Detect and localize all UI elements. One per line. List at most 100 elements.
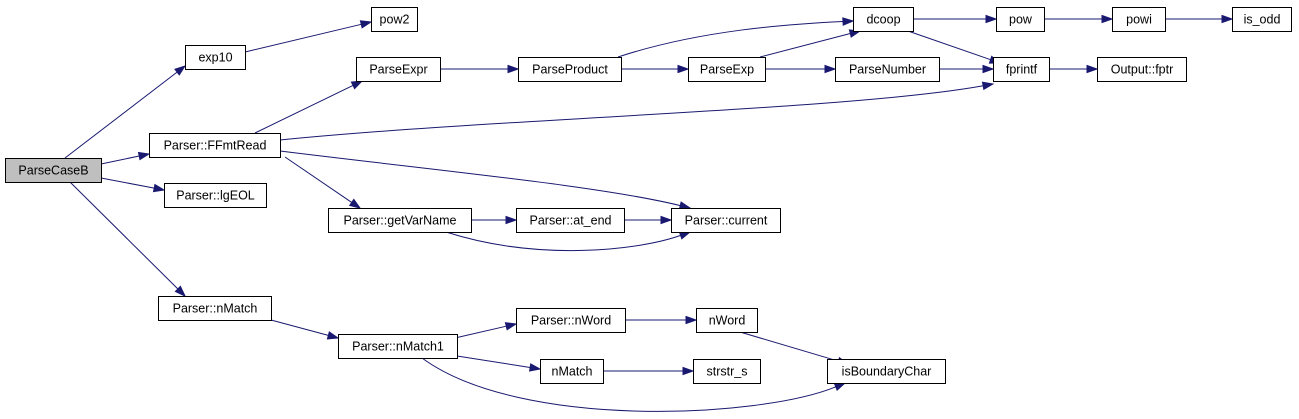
- edge-getVarName-to-current: [445, 231, 692, 252]
- edge-nMatch1-to-nMatch: [456, 355, 542, 372]
- node-nMatchP[interactable]: Parser::nMatch: [158, 296, 272, 321]
- node-box: [996, 7, 1045, 32]
- node-label: Parser::FFmtRead: [164, 139, 267, 153]
- edge-fprintf-to-fptr: [1049, 64, 1099, 74]
- node-ParseNumber[interactable]: ParseNumber: [835, 57, 940, 82]
- node-label: Parser::nMatch1: [352, 340, 444, 354]
- node-ParseExpr[interactable]: ParseExpr: [356, 57, 441, 82]
- edge-line: [270, 319, 329, 336]
- edge-line: [617, 21, 844, 58]
- edge-line: [907, 30, 991, 61]
- node-label: nMatch: [552, 365, 593, 379]
- arrowhead-icon: [678, 231, 692, 240]
- edge-line: [100, 177, 155, 189]
- arrowhead-icon: [528, 363, 542, 372]
- node-ParseExp[interactable]: ParseExp: [688, 57, 766, 82]
- node-box: [540, 359, 604, 384]
- arrowhead-icon: [1221, 14, 1234, 24]
- edge-line: [279, 85, 984, 141]
- node-nWord[interactable]: nWord: [696, 308, 758, 333]
- edge-nMatch1-to-isBoundaryChar: [421, 357, 847, 412]
- node-label: Parser::nWord: [531, 314, 611, 328]
- edge-line: [100, 155, 140, 165]
- arrowhead-icon: [660, 215, 673, 225]
- edges-layer: [64, 14, 1234, 412]
- node-ParseCaseB[interactable]: ParseCaseB: [5, 158, 102, 183]
- edge-exp10-to-pow2: [244, 20, 373, 53]
- node-box: [5, 158, 102, 183]
- node-label: powi: [1126, 13, 1152, 27]
- edge-line: [421, 357, 836, 412]
- edge-ParseProduct-to-dcoop: [617, 17, 855, 58]
- node-box: [688, 57, 766, 82]
- edge-line: [445, 231, 681, 252]
- node-fprintf[interactable]: fprintf: [993, 57, 1050, 82]
- arrowhead-icon: [833, 382, 847, 391]
- node-current[interactable]: Parser::current: [671, 208, 781, 233]
- edge-line: [456, 355, 531, 368]
- edge-nWordP-to-nWord: [625, 315, 698, 325]
- edge-nMatch-to-strstr_s: [603, 366, 695, 376]
- node-label: Parser::current: [685, 214, 768, 228]
- edge-nMatch1-to-nWordP: [454, 322, 518, 339]
- edge-ParseCaseB-to-lgEOL: [100, 177, 166, 193]
- arrowhead-icon: [350, 80, 364, 90]
- node-is_odd[interactable]: is_odd: [1232, 7, 1292, 32]
- edge-line: [759, 33, 851, 58]
- node-powi[interactable]: powi: [1112, 7, 1166, 32]
- edge-at_end-to-current: [624, 215, 673, 225]
- node-label: Parser::lgEOL: [176, 189, 255, 203]
- edge-FFmtRead-to-fprintf: [279, 81, 995, 141]
- arrowhead-icon: [1086, 64, 1099, 74]
- edge-powi-to-is_odd: [1165, 14, 1234, 24]
- node-label: dcoop: [866, 13, 900, 27]
- arrowhead-icon: [982, 64, 995, 74]
- node-lgEOL[interactable]: Parser::lgEOL: [164, 183, 267, 208]
- edge-ParseProduct-to-ParseExp: [621, 64, 690, 74]
- node-box: [693, 359, 761, 384]
- edge-pow-to-powi: [1044, 14, 1114, 24]
- node-nMatch1[interactable]: Parser::nMatch1: [338, 334, 458, 359]
- edge-FFmtRead-to-ParseExpr: [254, 80, 364, 134]
- node-nMatch[interactable]: nMatch: [540, 359, 604, 384]
- node-dcoop[interactable]: dcoop: [853, 7, 914, 32]
- node-box: [1112, 7, 1166, 32]
- edge-line: [244, 23, 362, 53]
- node-box: [1232, 7, 1292, 32]
- node-FFmtRead[interactable]: Parser::FFmtRead: [149, 133, 281, 158]
- edge-ParseCaseB-to-FFmtRead: [100, 151, 151, 165]
- node-box: [185, 45, 246, 70]
- arrowhead-icon: [842, 17, 855, 26]
- node-nWordP[interactable]: Parser::nWord: [516, 308, 626, 333]
- node-pow2[interactable]: pow2: [371, 7, 418, 32]
- edge-ParseExp-to-ParseNumber: [765, 64, 837, 74]
- node-label: nWord: [709, 314, 746, 328]
- node-exp10[interactable]: exp10: [185, 45, 246, 70]
- node-label: exp10: [198, 51, 232, 65]
- node-getVarName[interactable]: Parser::getVarName: [328, 208, 472, 233]
- node-at_end[interactable]: Parser::at_end: [516, 208, 625, 233]
- node-box: [671, 208, 781, 233]
- arrowhead-icon: [152, 183, 166, 193]
- node-isBoundaryChar[interactable]: isBoundaryChar: [827, 359, 946, 384]
- node-box: [516, 308, 626, 333]
- node-fptr[interactable]: Output::fptr: [1097, 57, 1187, 82]
- arrowhead-icon: [507, 64, 520, 74]
- arrowhead-icon: [981, 81, 995, 91]
- edge-ParseNumber-to-fprintf: [939, 64, 995, 74]
- node-box: [835, 57, 940, 82]
- node-ParseProduct[interactable]: ParseProduct: [518, 57, 622, 82]
- arrowhead-icon: [359, 20, 373, 29]
- node-label: ParseExp: [700, 63, 754, 77]
- node-box: [356, 57, 441, 82]
- node-strstr_s[interactable]: strstr_s: [693, 359, 761, 384]
- edge-ParseExp-to-dcoop: [759, 29, 862, 58]
- edge-getVarName-to-at_end: [471, 215, 518, 225]
- edge-FFmtRead-to-getVarName: [284, 156, 362, 209]
- edge-FFmtRead-to-current: [279, 150, 692, 210]
- node-pow[interactable]: pow: [996, 7, 1045, 32]
- arrowhead-icon: [348, 198, 362, 209]
- arrowhead-icon: [985, 14, 998, 24]
- node-box: [827, 359, 946, 384]
- node-label: ParseNumber: [849, 63, 926, 77]
